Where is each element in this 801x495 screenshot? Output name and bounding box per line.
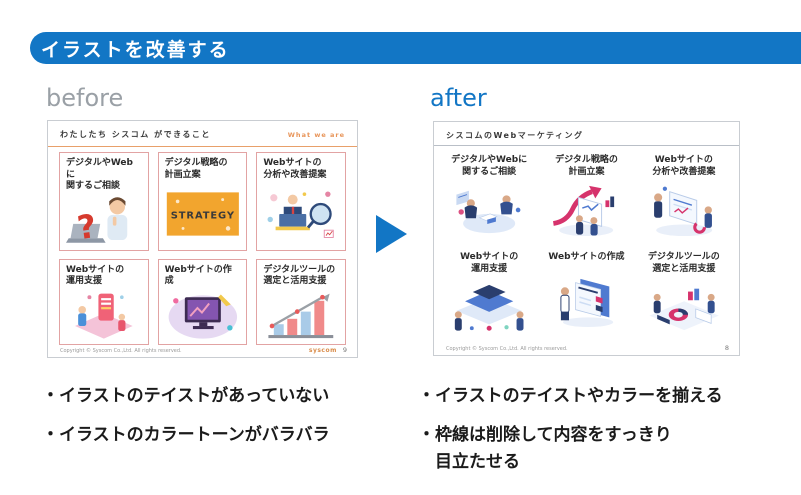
- before-card-tools: デジタルツールの 選定と活用支援: [256, 258, 346, 346]
- before-note-1: ・ イラストのテイストがあっていない: [42, 383, 412, 409]
- svg-text:?: ?: [75, 207, 99, 245]
- bullet: ・: [42, 386, 59, 406]
- magnifier-analysis-illustration: [267, 191, 335, 239]
- card-title: Webサイトの 分析や改善提案: [652, 155, 716, 177]
- before-slide-title: わたしたち シスコム ができること: [60, 130, 211, 139]
- after-cards-grid: デジタルやWebに 関するご相談: [445, 153, 728, 339]
- analytics-panels-illustration: [653, 186, 712, 237]
- bullet: ・: [418, 386, 435, 406]
- after-slide-thumbnail: シスコムのWebマーケティング デジタルやWebに 関するご相談: [433, 121, 740, 356]
- before-card-analysis: Webサイトの 分析や改善提案: [256, 152, 346, 251]
- after-card-analysis: Webサイトの 分析や改善提案: [640, 153, 728, 242]
- card-title: Webサイトの作成: [548, 252, 625, 262]
- before-note-2: ・ イラストのカラートーンがバラバラ: [42, 422, 412, 448]
- card-title: デジタル戦略の 計画立案: [555, 155, 618, 177]
- page-number: 8: [724, 344, 729, 352]
- after-slide-footer: Copyright © Syscom Co.,Ltd. All rights r…: [446, 344, 729, 352]
- after-header-rule: [434, 145, 739, 146]
- card-title: デジタルツールの 選定と活用支援: [263, 264, 336, 287]
- before-slide-footer: Copyright © Syscom Co.,Ltd. All rights r…: [60, 346, 347, 354]
- before-card-creation: Webサイトの作成: [157, 258, 248, 346]
- before-cards-grid: デジタルやWebに 関するご相談 ? デジタル戦略の 計画立案: [59, 152, 346, 346]
- after-card-tools: デジタルツールの 選定と活用支援: [640, 250, 728, 339]
- growth-arrow-whiteboard-illustration: [553, 186, 615, 237]
- page-title-bar: イラストを改善する: [30, 32, 801, 64]
- before-card-operation: Webサイトの 運用支援: [59, 258, 149, 346]
- after-card-operation: Webサイトの 運用支援: [445, 250, 533, 339]
- after-note-2: ・ 枠線は削除して内容をすっきり 目立たせる: [418, 422, 796, 475]
- syscom-logo: syscom: [308, 347, 337, 354]
- after-slide-title: シスコムのWebマーケティング: [446, 131, 584, 140]
- before-slide-thumbnail: わたしたち シスコム ができること What we are デジタルやWebに …: [47, 120, 358, 358]
- after-card-consultation: デジタルやWebに 関するご相談: [445, 153, 533, 242]
- smartphone-support-illustration: [75, 293, 133, 339]
- meeting-table-illustration: [456, 190, 521, 234]
- card-title: デジタルやWebに 関するご相談: [451, 155, 528, 177]
- website-panel-illustration: [560, 279, 614, 328]
- after-label: after: [430, 84, 487, 112]
- card-title: デジタル戦略の 計画立案: [164, 158, 228, 180]
- page-title: イラストを改善する: [41, 38, 230, 61]
- page-number: 9: [342, 346, 347, 354]
- web-design-monitor-illustration: [168, 294, 237, 339]
- dashboard-donut-illustration: [649, 288, 719, 331]
- card-title: デジタルツールの 選定と活用支援: [647, 252, 720, 274]
- card-title: デジタルやWebに 関するご相談: [66, 158, 133, 192]
- layered-platform-illustration: [454, 285, 524, 331]
- copyright-text: Copyright © Syscom Co.,Ltd. All rights r…: [60, 348, 182, 354]
- after-notes: ・ イラストのテイストやカラーを揃える ・ 枠線は削除して内容をすっきり 目立た…: [418, 383, 796, 475]
- after-card-strategy: デジタル戦略の 計画立案: [542, 153, 630, 242]
- card-title: Webサイトの 分析や改善提案: [263, 158, 327, 180]
- before-card-consultation: デジタルやWebに 関するご相談 ?: [59, 152, 149, 251]
- growth-bar-chart-illustration: [268, 293, 334, 338]
- after-slide-header: シスコムのWebマーケティング: [446, 130, 727, 141]
- bullet: ・: [418, 425, 435, 446]
- bullet: ・: [42, 425, 59, 446]
- before-label: before: [46, 84, 124, 112]
- thinking-man-question-illustration: ?: [66, 197, 128, 246]
- svg-text:STRATEGY: STRATEGY: [170, 211, 234, 222]
- strategy-banner-illustration: STRATEGY: [166, 192, 239, 237]
- right-arrow-icon: [376, 215, 407, 253]
- card-title: Webサイトの 運用支援: [66, 264, 125, 287]
- after-card-creation: Webサイトの作成: [542, 250, 630, 339]
- card-title: Webサイトの作成: [164, 264, 232, 287]
- after-note-1: ・ イラストのテイストやカラーを揃える: [418, 383, 796, 409]
- before-header-rule: [48, 146, 357, 147]
- before-slide-subtitle: What we are: [287, 131, 345, 139]
- copyright-text: Copyright © Syscom Co.,Ltd. All rights r…: [446, 346, 568, 352]
- card-title: Webサイトの 運用支援: [460, 252, 519, 274]
- before-notes: ・ イラストのテイストがあっていない ・ イラストのカラートーンがバラバラ: [42, 383, 412, 449]
- before-card-strategy: デジタル戦略の 計画立案 STRATEGY: [157, 152, 248, 251]
- before-slide-header: わたしたち シスコム ができること What we are: [60, 129, 345, 140]
